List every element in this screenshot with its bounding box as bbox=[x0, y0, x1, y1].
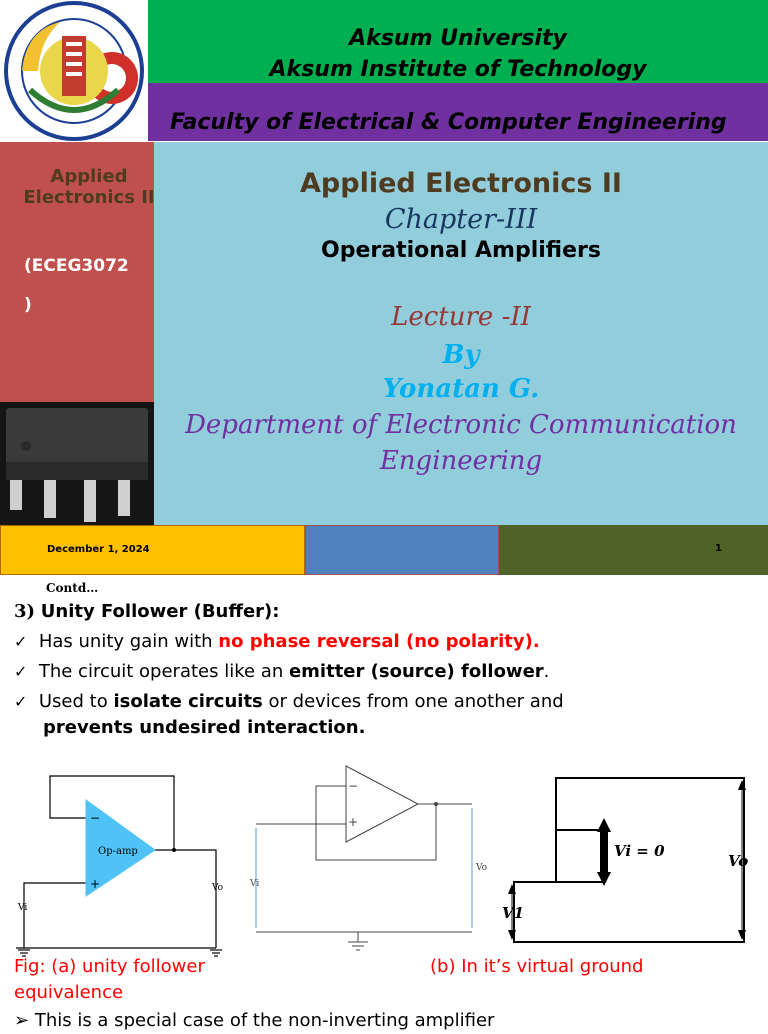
by-label: By bbox=[442, 340, 480, 370]
figure-follower-schematic: − + Vi Vo bbox=[249, 765, 487, 951]
list-item: ✓ Used to isolate circuits or devices fr… bbox=[14, 691, 564, 712]
chapter-label: Chapter-III bbox=[384, 204, 538, 235]
department-line1: Department of Electronic Communication bbox=[185, 410, 737, 440]
footer-page-box: 1 bbox=[499, 525, 768, 575]
sidebar-course-code-end: ) bbox=[24, 295, 32, 315]
caption-a: Fig: (a) unity follower bbox=[14, 956, 205, 977]
fig2-plus-label: + bbox=[348, 815, 358, 829]
fig1-minus-label: − bbox=[90, 811, 100, 825]
university-logo bbox=[0, 0, 148, 142]
check-icon: ✓ bbox=[14, 632, 28, 651]
header-green-band: Aksum University Aksum Institute of Tech… bbox=[148, 0, 768, 83]
fig1-vo-label: Vo bbox=[211, 883, 223, 893]
sidebar-course-code: (ECEG3072 bbox=[24, 256, 129, 276]
fig1-opamp-label: Op-amp bbox=[98, 846, 138, 857]
check-icon: ✓ bbox=[14, 692, 28, 711]
footer-page-number: 1 bbox=[715, 543, 722, 554]
section-number: 3) bbox=[14, 601, 36, 622]
ic-chip-photo bbox=[0, 402, 154, 525]
footer-date-box: December 1, 2024 bbox=[0, 525, 305, 575]
check-icon: ✓ bbox=[14, 662, 28, 681]
sidebar-panel: Applied Electronics II (ECEG3072 ) bbox=[0, 142, 155, 402]
author-name: Yonatan G. bbox=[382, 374, 540, 404]
fig1-plus-label: + bbox=[90, 877, 100, 891]
list-item-continuation: prevents undesired interaction. bbox=[43, 717, 366, 738]
footer-date: December 1, 2024 bbox=[47, 544, 150, 555]
last-bullet: ➢ This is a special case of the non-inve… bbox=[14, 1010, 495, 1031]
fig3-vo-label: Vo bbox=[728, 852, 748, 870]
header-purple-band bbox=[148, 83, 768, 141]
faculty-name: Faculty of Electrical & Computer Enginee… bbox=[170, 110, 727, 135]
caption-line2: equivalence bbox=[14, 982, 124, 1003]
fig3-v1-label: V1 bbox=[502, 904, 524, 922]
section-title: Unity Follower (Buffer): bbox=[40, 601, 280, 622]
title-panel bbox=[154, 142, 768, 525]
institute-name: Aksum Institute of Technology bbox=[269, 57, 647, 82]
list-item: ✓ Has unity gain with no phase reversal … bbox=[14, 631, 540, 652]
arrow-bullet-icon: ➢ bbox=[14, 1010, 30, 1031]
logo-seal-icon bbox=[4, 1, 144, 141]
section-heading: 3) Unity Follower (Buffer): bbox=[14, 599, 279, 625]
caption-b: (b) In it’s virtual ground bbox=[430, 956, 644, 977]
lecture-label: Lecture -II bbox=[391, 302, 531, 332]
sidebar-course-title: Applied Electronics II bbox=[23, 166, 155, 208]
contd-label: Contd… bbox=[46, 581, 99, 595]
topic-title: Operational Amplifiers bbox=[321, 238, 601, 263]
fig1-vi-label: Vi bbox=[17, 903, 27, 913]
fig2-vi-label: Vi bbox=[249, 879, 259, 889]
list-item: ✓ The circuit operates like an emitter (… bbox=[14, 661, 550, 682]
slide-course-title: Applied Electronics II bbox=[300, 168, 622, 199]
university-name: Aksum University bbox=[349, 26, 567, 51]
figure-unity-follower: − + Op-amp Vi Vo bbox=[16, 775, 223, 957]
department-line2: Engineering bbox=[379, 446, 543, 476]
ic-chip-icon bbox=[0, 402, 154, 525]
fig2-minus-label: − bbox=[348, 779, 358, 793]
figure-virtual-ground: Vi = 0 Vo V1 bbox=[502, 777, 748, 943]
fig3-vi-zero-label: Vi = 0 bbox=[614, 842, 665, 860]
bullet-list: ✓ Has unity gain with no phase reversal … bbox=[14, 629, 754, 741]
footer-middle-box bbox=[305, 525, 499, 575]
fig2-vo-label: Vo bbox=[475, 863, 487, 873]
